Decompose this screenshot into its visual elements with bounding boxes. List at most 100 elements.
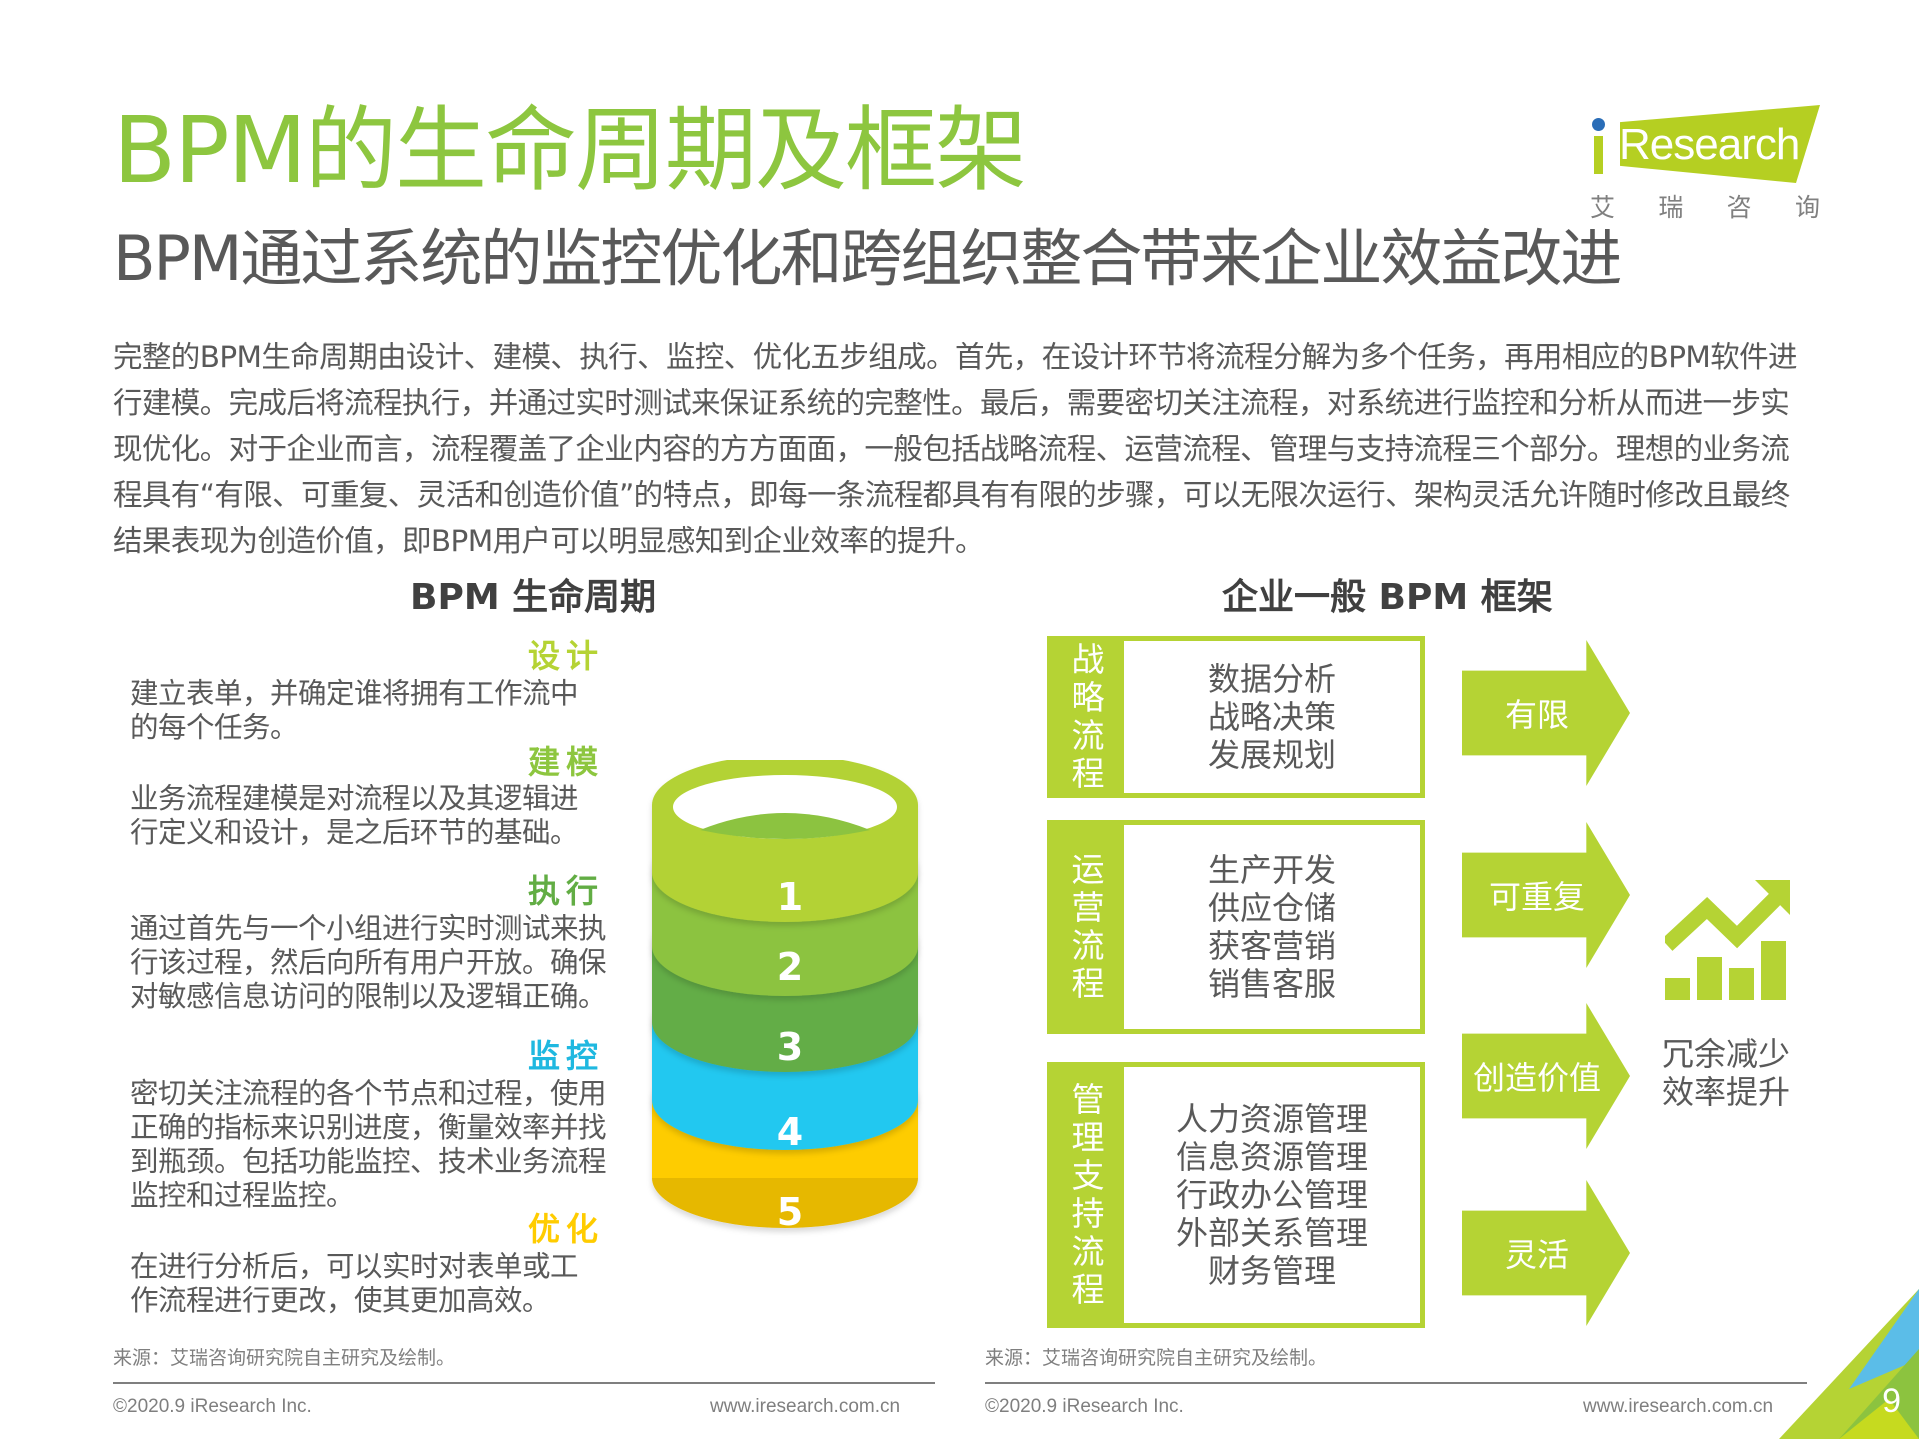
desc-line: 行该过程，然后向所有用户开放。确保: [130, 946, 607, 979]
step-modeling-desc: 业务流程建模是对流程以及其逻辑进 行定义和设计，是之后环节的基础。: [130, 782, 620, 850]
trait-arrow-flexible: 灵活: [1462, 1180, 1630, 1326]
desc-line: 到瓶颈。包括功能监控、技术业务流程: [130, 1145, 607, 1178]
ring-number-1: 1: [776, 875, 804, 919]
step-monitoring-desc: 密切关注流程的各个节点和过程，使用 正确的指标来识别进度，衡量效率并找 到瓶颈。…: [130, 1077, 620, 1213]
step-design-heading: 设计: [527, 637, 604, 675]
label-char: 流: [1071, 1232, 1105, 1271]
footer-divider-left: [113, 1382, 935, 1384]
process-operations-items: 生产开发 供应仓储 获客营销 销售客服: [1124, 825, 1420, 1029]
trait-label: 有限: [1504, 696, 1569, 734]
label-char: 流: [1071, 716, 1105, 755]
trait-label: 灵活: [1504, 1236, 1569, 1274]
label-char: 管: [1071, 1080, 1105, 1119]
label-char: 程: [1071, 754, 1105, 793]
footer-divider-right: [985, 1382, 1807, 1384]
label-char: 营: [1071, 888, 1105, 927]
process-strategy-label: 战略流程: [1052, 641, 1124, 793]
step-optimization-desc: 在进行分析后，可以实时对表单或工 作流程进行更改，使其更加高效。: [130, 1250, 620, 1318]
ring-number-5: 5: [776, 1190, 804, 1234]
step-monitoring-heading: 监控: [527, 1037, 604, 1075]
desc-line: 对敏感信息访问的限制以及逻辑正确。: [130, 980, 607, 1013]
process-strategy-items: 数据分析 战略决策 发展规划: [1124, 641, 1420, 793]
ring-stack-icon: [652, 755, 918, 1228]
website-link-right[interactable]: www.iresearch.com.cn: [1583, 1396, 1774, 1417]
website-link-left[interactable]: www.iresearch.com.cn: [710, 1396, 901, 1417]
intro-paragraph: 完整的BPM生命周期由设计、建模、执行、监控、优化五步组成。首先，在设计环节将流…: [113, 340, 1798, 558]
desc-line: 作流程进行更改，使其更加高效。: [130, 1284, 551, 1317]
copyright-right: ©2020.9 iResearch Inc.: [985, 1396, 1184, 1417]
desc-line: 通过首先与一个小组进行实时测试来执: [130, 912, 607, 945]
process-management-support-items: 人力资源管理 信息资源管理 行政办公管理 外部关系管理 财务管理: [1124, 1067, 1420, 1323]
process-item: 销售客服: [1207, 965, 1336, 1003]
process-item: 发展规划: [1207, 736, 1336, 774]
desc-line: 监控和过程监控。: [130, 1179, 355, 1212]
process-operations: 运营流程 生产开发 供应仓储 获客营销 销售客服: [1047, 820, 1425, 1034]
process-strategy: 战略流程 数据分析 战略决策 发展规划: [1047, 636, 1425, 798]
trait-arrow-finite: 有限: [1462, 640, 1630, 786]
ring-number-3: 3: [776, 1025, 804, 1069]
lifecycle-ring-stack: 1 2 3 4 5: [640, 755, 940, 1240]
logo-char: 咨: [1726, 193, 1752, 222]
label-char: 程: [1071, 1270, 1105, 1309]
label-char: 战: [1071, 640, 1105, 679]
source-note-right: 来源：艾瑞咨询研究院自主研究及绘制。: [985, 1347, 1328, 1369]
ring-number-4: 4: [776, 1110, 804, 1154]
logo-char: 艾: [1590, 193, 1616, 222]
process-item: 数据分析: [1207, 660, 1336, 698]
process-item: 行政办公管理: [1175, 1176, 1368, 1214]
logo-char: 询: [1794, 193, 1820, 222]
process-management-support-label: 管理支持流程: [1052, 1067, 1124, 1323]
process-operations-label: 运营流程: [1052, 825, 1124, 1029]
framework-title: 企业一般 BPM 框架: [1222, 577, 1553, 618]
label-char: 略: [1071, 678, 1105, 717]
logo-char: 瑞: [1658, 193, 1684, 222]
desc-line: 业务流程建模是对流程以及其逻辑进: [130, 782, 579, 815]
label-char: 持: [1071, 1194, 1105, 1233]
desc-line: 在进行分析后，可以实时对表单或工: [130, 1250, 579, 1283]
logo-i-stem-icon: [1594, 136, 1603, 174]
result-line: 效率提升: [1662, 1073, 1791, 1111]
logo-chinese-name: 艾 瑞 咨 询: [1590, 188, 1820, 224]
process-item: 人力资源管理: [1175, 1100, 1368, 1138]
process-item: 财务管理: [1207, 1252, 1336, 1290]
trait-label: 创造价值: [1472, 1059, 1601, 1097]
label-char: 理: [1071, 1118, 1105, 1157]
growth-chart-icon: [1665, 880, 1790, 1000]
lifecycle-title: BPM 生命周期: [410, 577, 657, 618]
page-subtitle: BPM通过系统的监控优化和跨组织整合带来企业效益改进: [113, 222, 1622, 295]
step-design-desc: 建立表单，并确定谁将拥有工作流中 的每个任务。: [130, 677, 620, 745]
process-item: 生产开发: [1207, 851, 1336, 889]
step-modeling-heading: 建模: [527, 743, 604, 781]
desc-line: 行定义和设计，是之后环节的基础。: [130, 816, 579, 849]
process-item: 外部关系管理: [1175, 1214, 1368, 1252]
process-management-support: 管理支持流程 人力资源管理 信息资源管理 行政办公管理 外部关系管理 财务管理: [1047, 1062, 1425, 1328]
source-note-left: 来源：艾瑞咨询研究院自主研究及绘制。: [113, 1347, 456, 1369]
framework-result: 冗余减少 效率提升: [1662, 1035, 1790, 1111]
iresearch-logo: Research 艾 瑞 咨 询: [1585, 100, 1825, 222]
label-char: 程: [1071, 964, 1105, 1003]
desc-line: 建立表单，并确定谁将拥有工作流中: [130, 677, 579, 710]
step-execution-heading: 执行: [527, 872, 604, 910]
label-char: 运: [1071, 850, 1105, 889]
logo-dot-icon: [1592, 118, 1605, 131]
corner-triangles-icon: [1779, 1289, 1919, 1439]
ring-number-2: 2: [776, 945, 804, 989]
corner-decoration: 9: [1779, 1289, 1919, 1439]
trait-label: 可重复: [1488, 878, 1585, 916]
label-char: 支: [1071, 1156, 1105, 1195]
desc-line: 正确的指标来识别进度，衡量效率并找: [130, 1111, 607, 1144]
step-execution-desc: 通过首先与一个小组进行实时测试来执 行该过程，然后向所有用户开放。确保 对敏感信…: [130, 912, 620, 1014]
step-optimization-heading: 优化: [527, 1210, 604, 1248]
process-item: 战略决策: [1207, 698, 1336, 736]
page-number: 9: [1882, 1382, 1901, 1420]
desc-line: 密切关注流程的各个节点和过程，使用: [130, 1077, 607, 1110]
result-line: 冗余减少: [1662, 1035, 1791, 1073]
trait-arrow-repeatable: 可重复: [1462, 822, 1630, 968]
process-item: 供应仓储: [1207, 889, 1336, 927]
trait-arrow-create-value: 创造价值: [1462, 1003, 1630, 1149]
page-title: BPM的生命周期及框架: [113, 97, 1027, 204]
process-item: 获客营销: [1207, 927, 1336, 965]
label-char: 流: [1071, 926, 1105, 965]
desc-line: 的每个任务。: [130, 711, 299, 744]
copyright-left: ©2020.9 iResearch Inc.: [113, 1396, 312, 1417]
